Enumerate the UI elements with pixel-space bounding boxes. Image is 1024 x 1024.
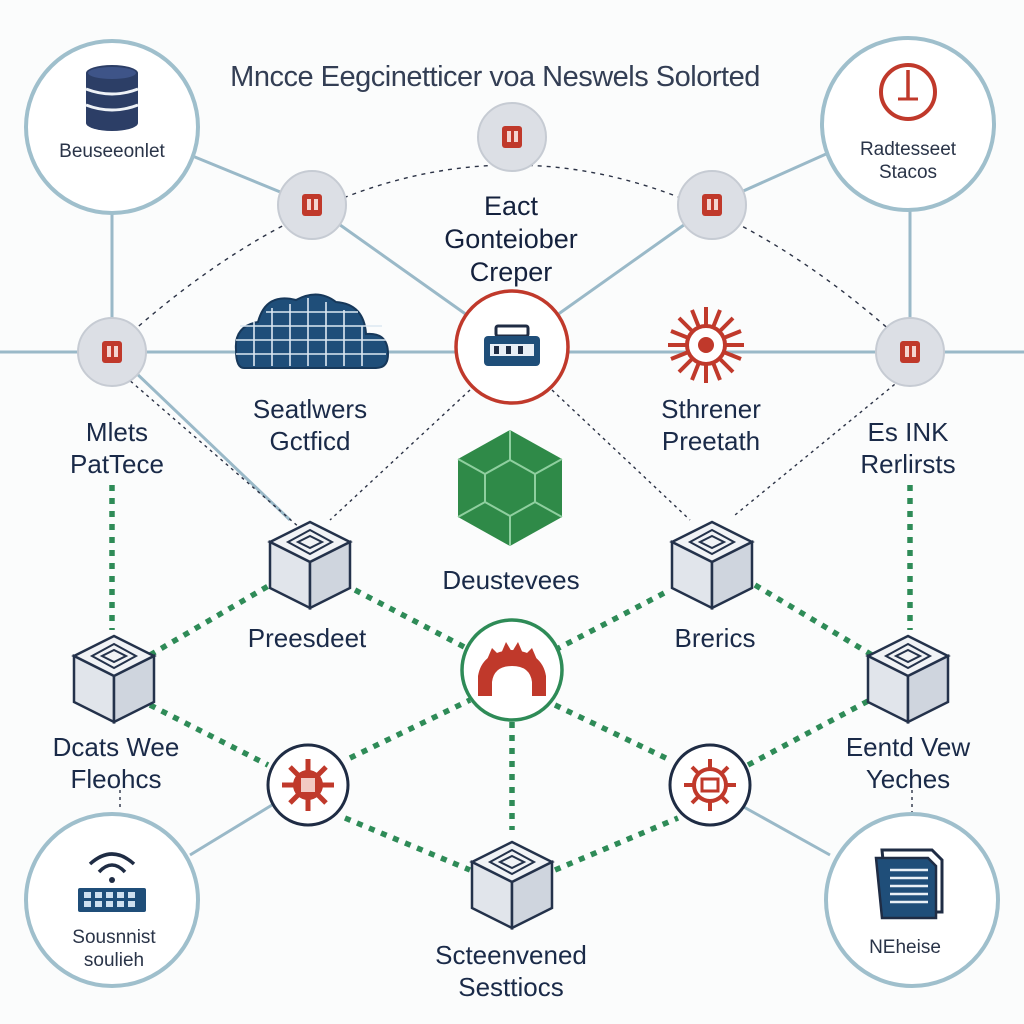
cube-bottom bbox=[470, 840, 554, 930]
diagram-title: Mncce Eegcinetticer voa Neswels Solorted bbox=[230, 61, 760, 93]
hexagon-icon bbox=[457, 430, 563, 546]
cube-lower-right bbox=[866, 634, 950, 724]
bridge-arch-icon bbox=[478, 642, 546, 696]
bottom-left-node bbox=[24, 812, 200, 988]
cube-left-label: Preesdeet bbox=[247, 623, 367, 653]
chip-node-top bbox=[477, 102, 547, 172]
server-router-icon bbox=[484, 324, 540, 366]
bottom-right-node bbox=[824, 812, 1000, 988]
gear-node-right bbox=[668, 743, 752, 827]
top-left-node-label: Beuseeonlet bbox=[59, 141, 165, 162]
chip-node-upper-right bbox=[677, 170, 747, 240]
dotted-connectors bbox=[119, 371, 913, 840]
center-node bbox=[454, 289, 570, 405]
hexagon-label: Deustevees bbox=[442, 565, 580, 595]
chip-node-right bbox=[875, 317, 945, 387]
cube-lower-left bbox=[72, 634, 156, 724]
cloud-grid-icon bbox=[234, 293, 390, 369]
document-book-icon bbox=[874, 848, 944, 920]
gear-icon bbox=[282, 759, 334, 811]
cube-right bbox=[670, 520, 754, 610]
top-left-node bbox=[24, 39, 200, 215]
bottom-right-node-label: NEheise bbox=[869, 937, 941, 958]
wifi-router-icon bbox=[78, 852, 146, 912]
gear-node-left bbox=[266, 743, 350, 827]
sun-gear-icon bbox=[668, 307, 744, 383]
chip-gear-icon bbox=[684, 759, 736, 811]
chip-node-left bbox=[77, 317, 147, 387]
chip-node-upper-left bbox=[277, 170, 347, 240]
database-icon bbox=[85, 65, 139, 131]
green-mesh bbox=[109, 485, 913, 873]
top-right-node bbox=[820, 36, 996, 212]
clock-icon bbox=[879, 63, 937, 121]
cube-left bbox=[268, 520, 352, 610]
bridge-node bbox=[460, 618, 564, 722]
cube-right-label: Brerics bbox=[674, 623, 756, 653]
